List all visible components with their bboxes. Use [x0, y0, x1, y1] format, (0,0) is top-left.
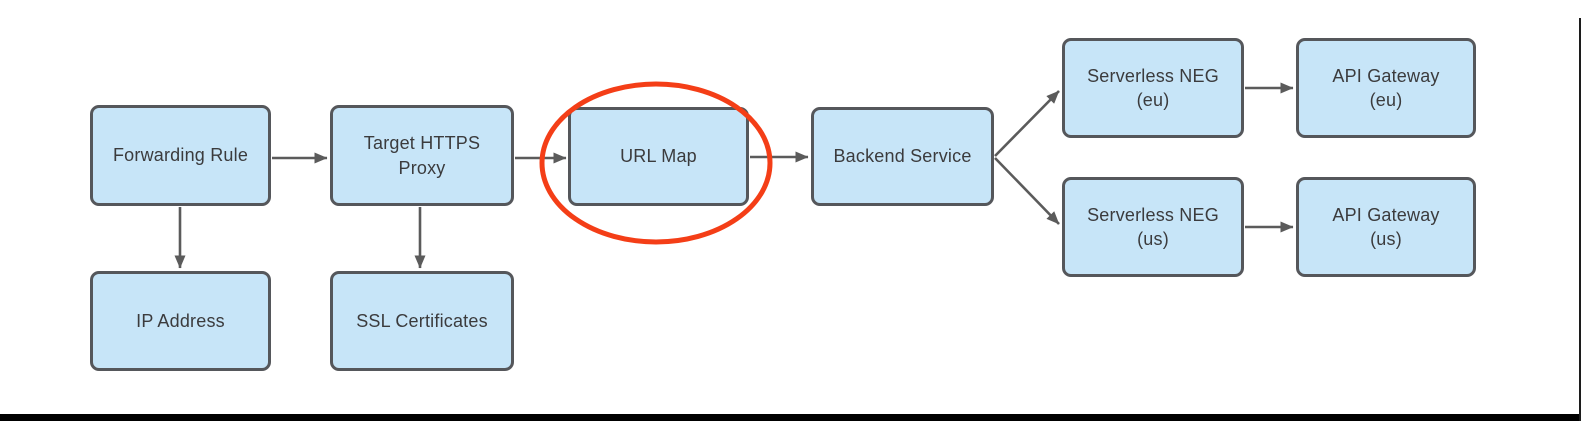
frame-right-line — [1579, 18, 1581, 421]
node-label: URL Map — [620, 146, 697, 167]
node-label: API Gateway (eu) — [1332, 65, 1440, 110]
node-url-map: URL Map — [568, 107, 749, 206]
frame-bottom-bar — [0, 414, 1581, 421]
node-label: API Gateway (us) — [1332, 204, 1440, 249]
node-label: Serverless NEG (us) — [1087, 204, 1219, 249]
node-label: Target HTTPS Proxy — [363, 133, 481, 178]
node-label: SSL Certificates — [356, 310, 488, 331]
node-ssl-certificates: SSL Certificates — [330, 271, 514, 371]
node-target-https-proxy: Target HTTPS Proxy — [330, 105, 514, 206]
node-backend-service: Backend Service — [811, 107, 994, 206]
node-label: Backend Service — [833, 146, 972, 167]
node-api-gateway-us: API Gateway (us) — [1296, 177, 1476, 277]
node-label: IP Address — [136, 310, 225, 331]
node-api-gateway-eu: API Gateway (eu) — [1296, 38, 1476, 138]
node-label: Serverless NEG (eu) — [1087, 65, 1219, 110]
node-label: Forwarding Rule — [112, 145, 249, 166]
node-forwarding-rule: Forwarding Rule — [90, 105, 271, 206]
node-serverless-neg-eu: Serverless NEG (eu) — [1062, 38, 1244, 138]
node-ip-address: IP Address — [90, 271, 271, 371]
node-serverless-neg-us: Serverless NEG (us) — [1062, 177, 1244, 277]
